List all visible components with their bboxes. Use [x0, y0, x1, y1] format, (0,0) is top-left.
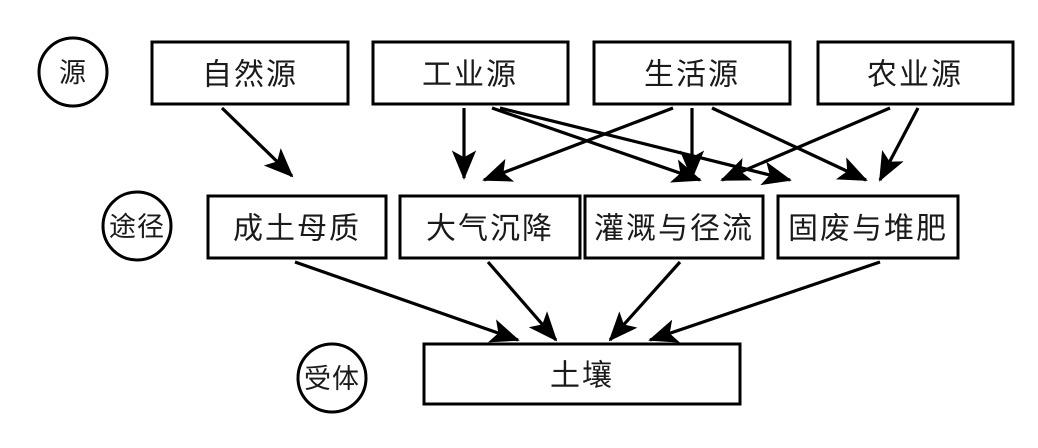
tier-label-source: 源: [37, 36, 109, 108]
edge-industrial-to-irrigation-runoff: [491, 106, 702, 183]
tier-label-receptor: 受体: [296, 342, 368, 414]
node-atmospheric-deposition[interactable]: 大气沉降: [398, 194, 582, 260]
edge-agricultural-to-solid-waste-compost: [878, 107, 920, 182]
atmospheric-deposition-box[interactable]: [398, 194, 582, 260]
source-tier-label: 源: [59, 58, 87, 88]
receptor-tier-label: 受体: [304, 364, 360, 394]
edge-natural-to-parent-material: [220, 106, 294, 178]
edge-domestic-to-atmospheric-deposition: [482, 106, 674, 182]
solid-waste-compost-label: 固废与堆肥: [788, 213, 948, 246]
solid-waste-compost-box[interactable]: [776, 194, 960, 260]
node-irrigation-runoff[interactable]: 灌溉与径流: [583, 194, 765, 260]
node-natural-source[interactable]: 自然源: [150, 40, 350, 106]
edge-agricultural-to-irrigation-runoff: [720, 106, 891, 182]
soil-label: 土壤: [550, 360, 614, 393]
source-tier-circle: [37, 36, 109, 108]
node-parent-material[interactable]: 成土母质: [206, 194, 388, 260]
tier-label-pathway: 途径: [101, 190, 173, 262]
soil-box[interactable]: [422, 342, 742, 406]
parent-material-label: 成土母质: [233, 213, 361, 246]
atmospheric-deposition-label: 大气沉降: [426, 213, 554, 246]
edge-domestic-to-solid-waste-compost: [711, 106, 868, 182]
edge-irrigation-runoff-to-soil: [608, 260, 682, 342]
node-industrial-source[interactable]: 工业源: [371, 40, 570, 106]
node-solid-waste-compost[interactable]: 固废与堆肥: [776, 194, 960, 260]
node-soil[interactable]: 土壤: [422, 342, 742, 406]
node-agricultural-source[interactable]: 农业源: [816, 40, 1015, 106]
receptor-tier-circle: [296, 342, 368, 414]
agricultural-source-label: 农业源: [867, 59, 963, 92]
natural-source-box[interactable]: [150, 40, 350, 106]
industrial-source-box[interactable]: [371, 40, 570, 106]
natural-source-label: 自然源: [202, 59, 298, 92]
domestic-source-label: 生活源: [644, 59, 740, 92]
industrial-source-label: 工业源: [422, 59, 518, 92]
irrigation-runoff-box[interactable]: [583, 194, 765, 260]
edge-solid-waste-compost-to-soil: [648, 260, 881, 343]
pathway-tier-circle: [101, 190, 173, 262]
pathway-tier-label: 途径: [109, 212, 165, 242]
agricultural-source-box[interactable]: [816, 40, 1015, 106]
domestic-source-box[interactable]: [592, 40, 792, 106]
node-domestic-source[interactable]: 生活源: [592, 40, 792, 106]
edge-parent-material-to-soil: [294, 260, 520, 343]
irrigation-runoff-label: 灌溉与径流: [594, 213, 754, 246]
parent-material-box[interactable]: [206, 194, 388, 260]
edge-atmospheric-deposition-to-soil: [486, 260, 558, 342]
